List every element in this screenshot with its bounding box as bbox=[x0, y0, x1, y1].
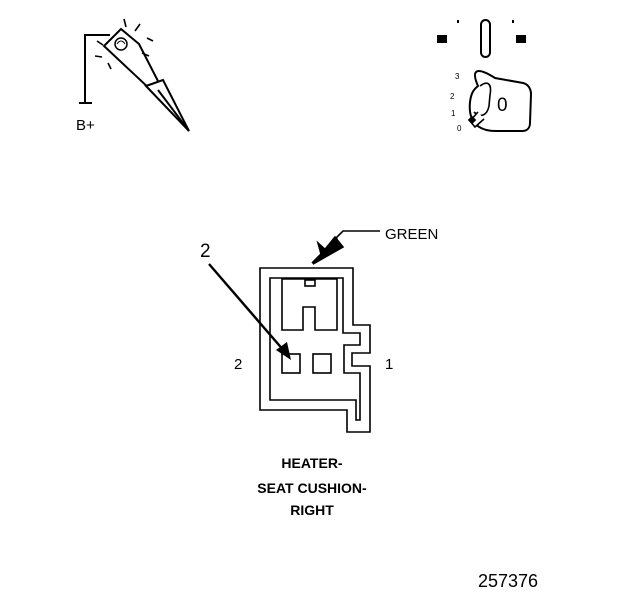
ignition-indicator-left bbox=[437, 35, 447, 43]
callout-number: 2 bbox=[200, 241, 211, 262]
callout-arrow bbox=[208, 263, 291, 360]
ignition-position-2: 2 bbox=[450, 92, 455, 101]
key-slot-icon bbox=[480, 19, 491, 58]
caption-line-3: RIGHT bbox=[290, 502, 334, 518]
probe-handle bbox=[102, 27, 162, 93]
ignition-position-1: 1 bbox=[451, 109, 456, 118]
pin-left-label: 2 bbox=[234, 356, 243, 373]
probe-ground-lead bbox=[84, 34, 110, 103]
connector-latch bbox=[281, 278, 338, 331]
latch-tab bbox=[304, 279, 316, 287]
probe-bulb-icon bbox=[114, 37, 128, 51]
caption-line-1: HEATER- bbox=[281, 455, 343, 471]
pin-right-label: 1 bbox=[385, 356, 394, 373]
key-mark: 0 bbox=[497, 95, 508, 116]
ignition-indicator-right bbox=[516, 35, 526, 43]
ignition-switch bbox=[437, 19, 533, 132]
key-head-icon bbox=[468, 70, 533, 132]
connector-body bbox=[259, 267, 371, 433]
terminal-cavity-pin-2 bbox=[281, 353, 301, 374]
key-position-marker-icon bbox=[467, 115, 477, 125]
test-light-probe bbox=[79, 18, 190, 132]
ignition-position-0: 0 bbox=[457, 124, 462, 133]
supply-label: B+ bbox=[76, 117, 95, 134]
wire-color-label: GREEN bbox=[385, 226, 439, 243]
caption-line-2: SEAT CUSHION- bbox=[257, 480, 367, 496]
light-rays-icon bbox=[94, 18, 154, 70]
callout-arrowhead-icon bbox=[276, 342, 291, 360]
ignition-position-3: 3 bbox=[455, 72, 460, 81]
figure-number: 257376 bbox=[478, 571, 539, 591]
wire-color-leader bbox=[311, 230, 380, 265]
terminal-cavity-pin-1 bbox=[312, 353, 332, 374]
